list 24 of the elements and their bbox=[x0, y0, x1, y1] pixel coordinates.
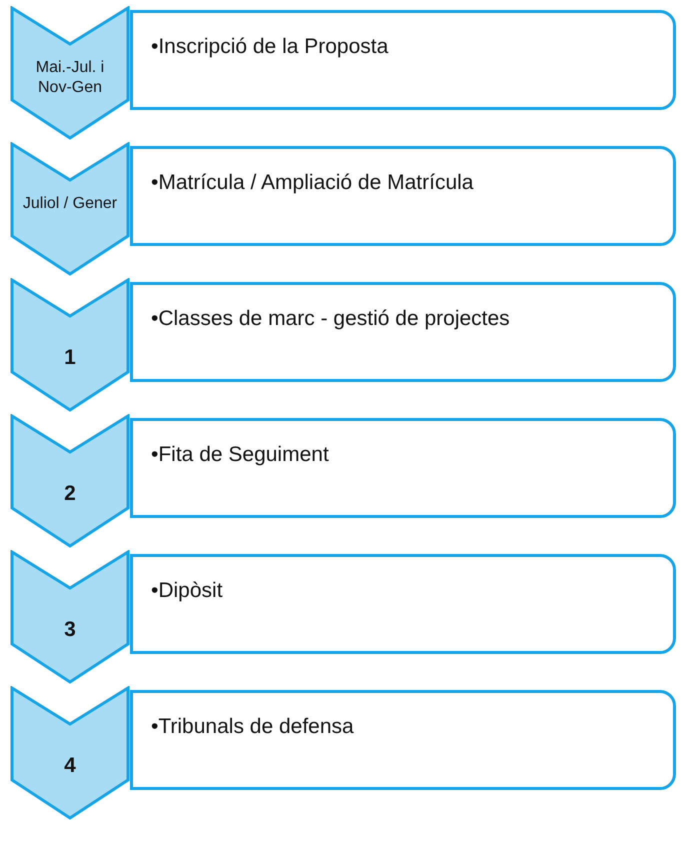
step-label: 2 bbox=[63, 482, 77, 506]
step-box bbox=[130, 418, 676, 518]
step-text: •Dipòsit bbox=[151, 579, 223, 603]
step-box bbox=[130, 554, 676, 654]
step-text: •Fita de Seguiment bbox=[151, 443, 329, 467]
step-label: 3 bbox=[63, 618, 77, 642]
step-label: 1 bbox=[63, 346, 77, 370]
step-marker bbox=[10, 550, 130, 684]
step-label: Mai.-Jul. i Nov-Gen bbox=[34, 58, 106, 98]
step-marker bbox=[10, 278, 130, 412]
step-marker bbox=[10, 414, 130, 548]
step-label: 4 bbox=[63, 754, 77, 778]
step-label: Juliol / Gener bbox=[22, 194, 118, 214]
step-box bbox=[130, 146, 676, 246]
step-text: •Tribunals de defensa bbox=[151, 715, 354, 739]
step-box bbox=[130, 282, 676, 382]
step-text: •Matrícula / Ampliació de Matrícula bbox=[151, 171, 474, 195]
step-text: •Inscripció de la Proposta bbox=[151, 35, 388, 59]
step-box bbox=[130, 690, 676, 790]
step-text: •Classes de marc - gestió de projectes bbox=[151, 307, 510, 331]
step-marker bbox=[10, 6, 130, 140]
step-box bbox=[130, 10, 676, 110]
step-marker bbox=[10, 142, 130, 276]
step-marker bbox=[10, 686, 130, 820]
